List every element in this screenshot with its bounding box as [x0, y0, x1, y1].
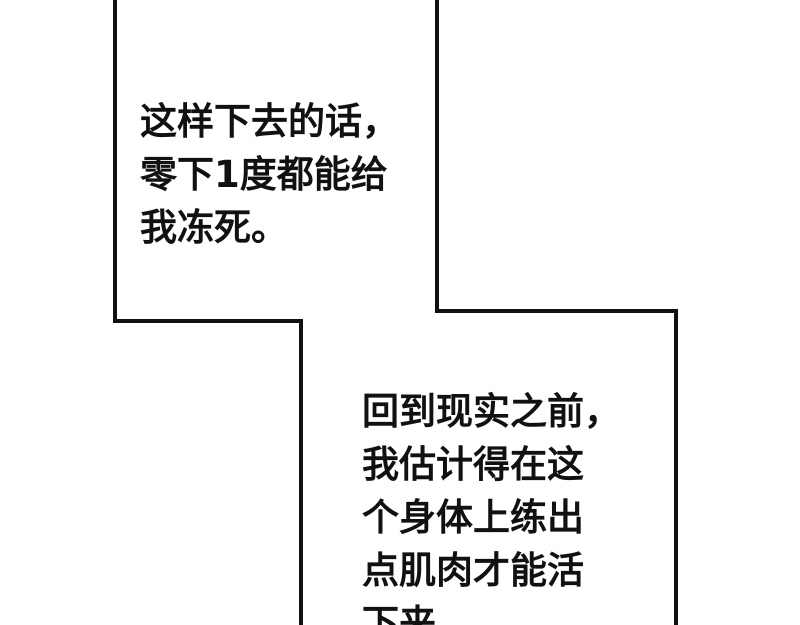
caption-bottom-line-4: 点肌肉才能活	[362, 549, 584, 592]
caption-top-line-2: 零下1度都能给	[140, 153, 388, 196]
caption-bottom-line-3: 个身体上练出	[362, 496, 584, 539]
caption-bottom-line-2: 我估计得在这	[362, 443, 584, 486]
caption-top: 这样下去的话， 零下1度都能给 我冻死。	[140, 95, 399, 254]
caption-bottom: 回到现实之前， 我估计得在这 个身体上练出 点肌肉才能活 下来。	[362, 385, 621, 625]
caption-bottom-line-1: 回到现实之前，	[362, 390, 621, 433]
caption-top-line-3: 我冻死。	[140, 206, 288, 249]
caption-bottom-line-5: 下来。	[362, 602, 473, 625]
panel-border-path	[113, 0, 678, 625]
caption-top-line-1: 这样下去的话，	[140, 100, 399, 143]
